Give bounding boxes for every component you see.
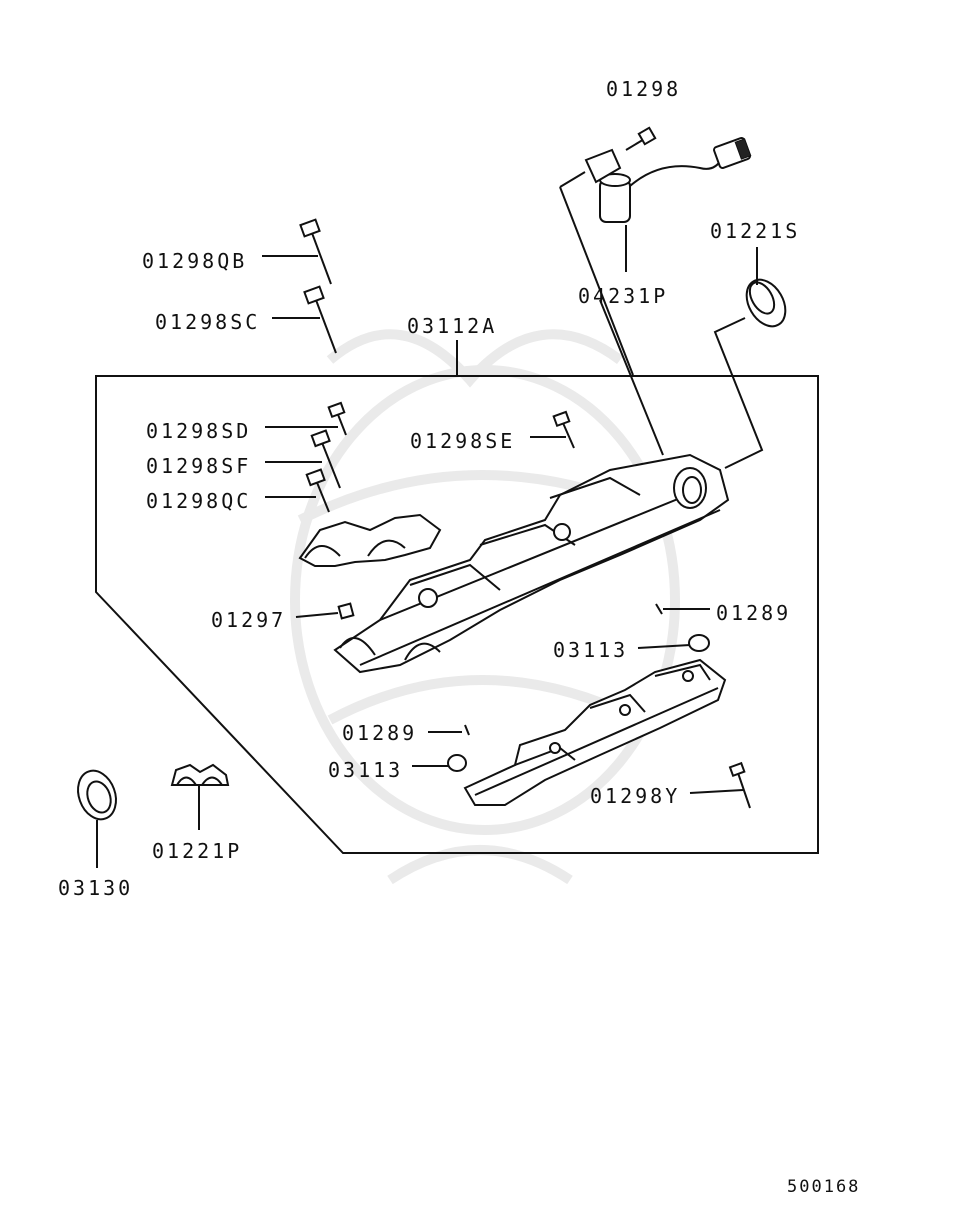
bolt-01298SE (552, 410, 575, 449)
leader-01298 (559, 171, 586, 188)
bolt-01298 (625, 126, 657, 151)
label-04231P: 04231P (578, 284, 668, 308)
label-01298QB: 01298QB (142, 249, 247, 273)
label-03112A: 03112A (407, 314, 497, 338)
camshaft-carrier-lower (463, 658, 727, 806)
leader-01298Y (689, 789, 744, 794)
bolt-01298Y (728, 761, 751, 809)
leader-01221S-part (713, 317, 764, 469)
pin-01289-upper (655, 603, 663, 615)
leader-01297 (295, 612, 339, 618)
bolt-01298SC (303, 285, 337, 354)
plug-03113-upper (688, 634, 710, 652)
bearing-cap-01221P (170, 763, 230, 786)
leader-04231P-part (599, 299, 664, 456)
label-01289-upper: 01289 (716, 601, 791, 625)
label-01298: 01298 (606, 77, 681, 101)
pin-01289-lower (464, 724, 470, 736)
sensor-04231P (584, 137, 752, 223)
label-03113-upper: 03113 (553, 638, 628, 662)
seal-01221S (745, 278, 787, 328)
label-01298Y: 01298Y (590, 784, 680, 808)
assembly-outline (95, 375, 819, 854)
label-01298SD: 01298SD (146, 419, 251, 443)
plug-01297 (337, 602, 355, 620)
label-01221P: 01221P (152, 839, 242, 863)
label-01298SF: 01298SF (146, 454, 251, 478)
label-03130: 03130 (58, 876, 133, 900)
label-01289-lower: 01289 (342, 721, 417, 745)
leader-03113-upper (637, 644, 691, 649)
bolt-01298SF (310, 429, 341, 489)
bolt-01298SD (327, 401, 347, 436)
label-03113-lower: 03113 (328, 758, 403, 782)
label-01298SE: 01298SE (410, 429, 515, 453)
label-01297: 01297 (211, 608, 286, 632)
footer-code: 500168 (787, 1177, 860, 1197)
plug-03113-lower (447, 754, 467, 772)
oil-seal-03130 (77, 769, 117, 821)
label-01298SC: 01298SC (155, 310, 260, 334)
label-01298QC: 01298QC (146, 489, 251, 513)
camshaft-carrier-main (333, 453, 730, 674)
label-01221S: 01221S (710, 219, 800, 243)
leader-04231P-frame (559, 186, 634, 376)
bolt-01298QB (299, 218, 332, 285)
bearing-cap-upper (298, 513, 442, 567)
bolt-01298QC (305, 468, 330, 513)
